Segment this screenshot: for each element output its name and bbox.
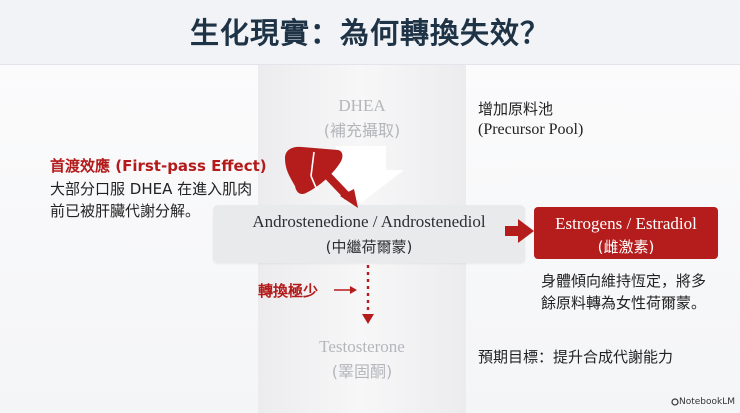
goal-text: 預期目標：提升合成代謝能力 bbox=[478, 348, 674, 366]
intermediate-band bbox=[213, 205, 525, 263]
low-conversion-arrow bbox=[334, 286, 357, 294]
liver-icon bbox=[285, 146, 343, 195]
page-title: 生化現實：為何轉換失效？ bbox=[189, 16, 550, 50]
estrogen-note-line2: 餘原料轉為女性荷爾蒙。 bbox=[541, 294, 707, 312]
notebooklm-logo-icon bbox=[671, 398, 679, 406]
estrogen-arrow bbox=[505, 219, 534, 243]
dotted-down-arrow bbox=[362, 265, 374, 324]
testosterone-label: Testosterone bbox=[319, 337, 405, 356]
dhea-label: DHEA bbox=[338, 96, 386, 115]
pool-text-en: (Precursor Pool) bbox=[478, 121, 584, 138]
androstenedione-sub-label: (中繼荷爾蒙) bbox=[325, 238, 413, 256]
first-pass-heading: 首渡效應 (First-pass Effect) bbox=[50, 157, 267, 175]
dhea-sub-label: (補充攝取) bbox=[323, 121, 401, 140]
first-pass-line1: 大部分口服 DHEA 在進入肌肉 bbox=[50, 180, 253, 198]
estrogens-box: Estrogens / Estradiol (雌激素) bbox=[534, 207, 718, 259]
estrogen-note-line1: 身體傾向維持恆定，將多 bbox=[541, 272, 707, 290]
testosterone-sub-label: (睪固酮) bbox=[331, 362, 393, 381]
pool-text-zh: 增加原料池 bbox=[478, 100, 554, 118]
low-conversion-label: 轉換極少 bbox=[258, 282, 319, 300]
liver-arrow bbox=[325, 173, 358, 208]
androstenedione-label: Androstenedione / Androstenediol bbox=[252, 212, 486, 231]
notebooklm-watermark: NotebookLM bbox=[679, 397, 736, 407]
title-band bbox=[0, 0, 740, 65]
first-pass-line2: 前已被肝臟代謝分解。 bbox=[50, 202, 201, 220]
estrogens-label: Estrogens / Estradiol bbox=[555, 214, 697, 233]
estrogens-sub-label: (雌激素) bbox=[597, 238, 655, 256]
